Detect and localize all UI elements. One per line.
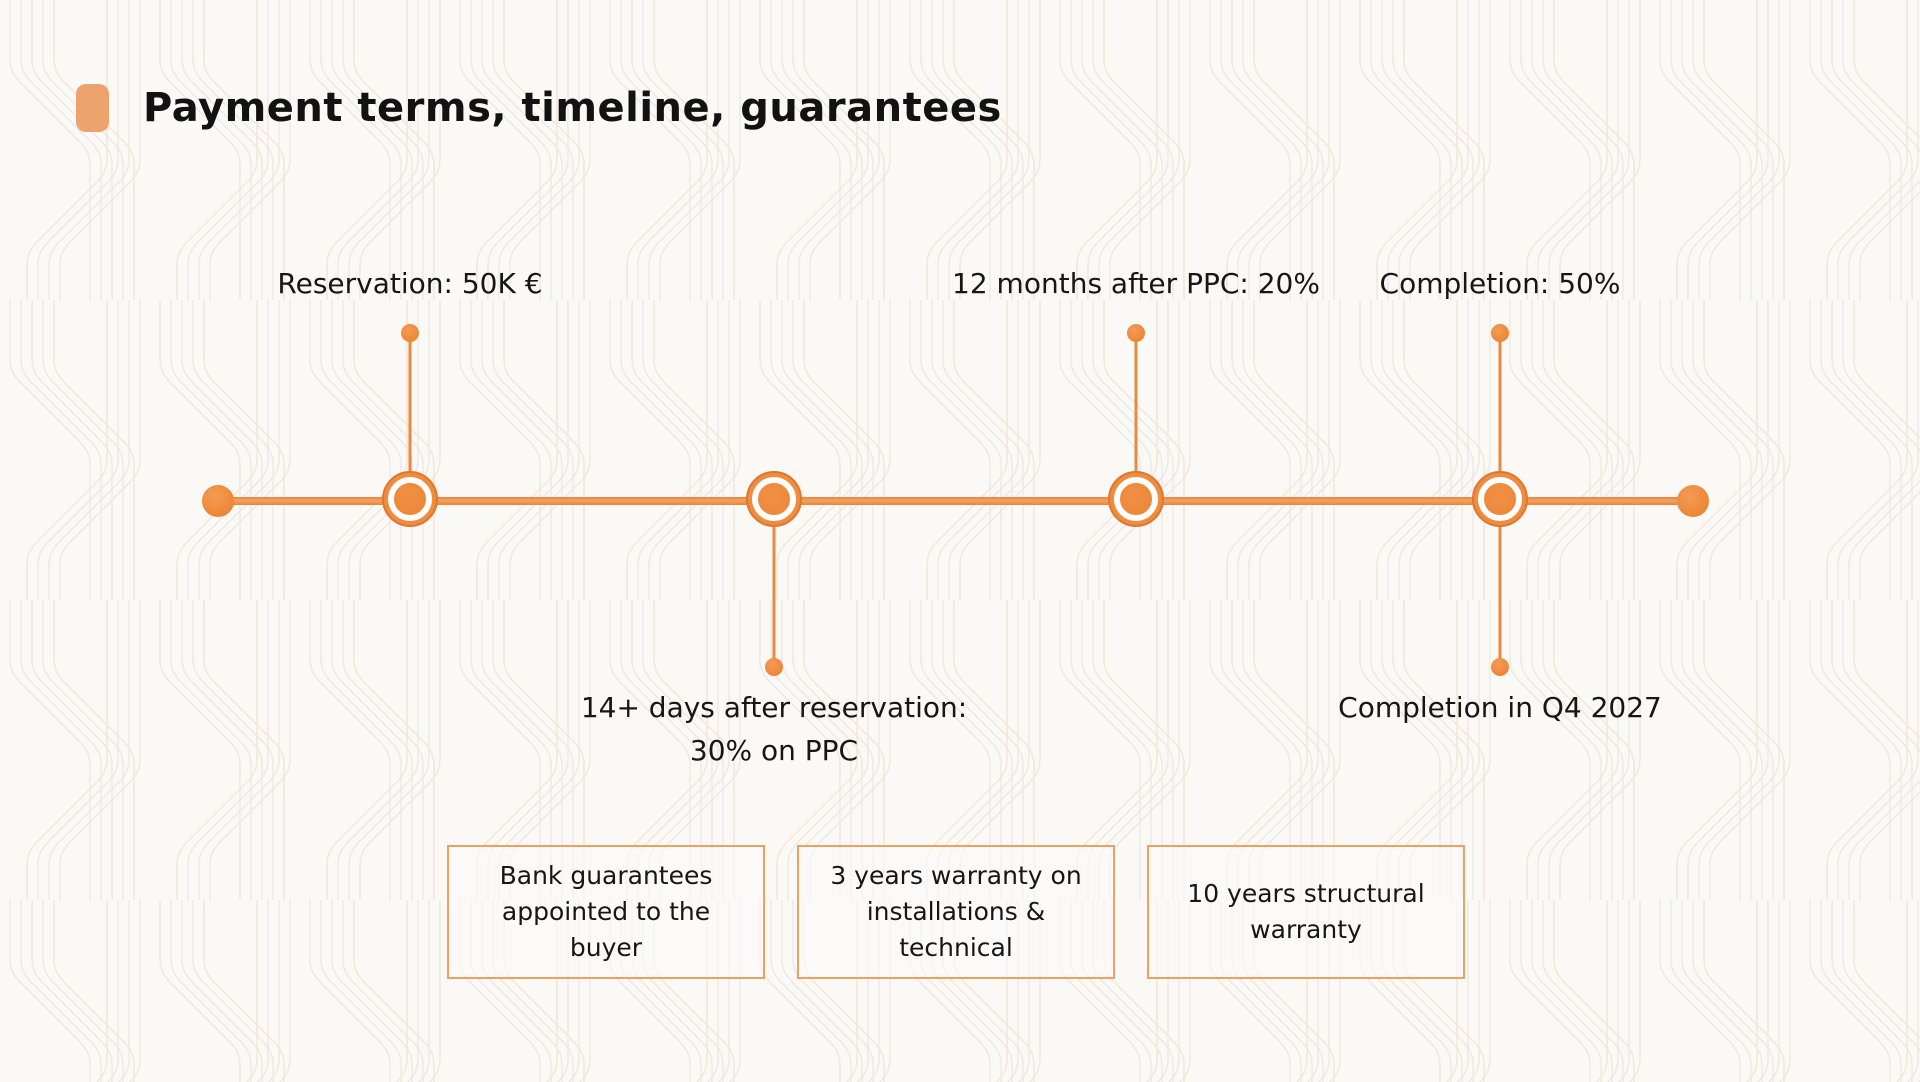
header: Payment terms, timeline, guarantees (76, 84, 1002, 132)
title-bullet-icon (76, 84, 109, 132)
guarantee-box-installations: 3 years warranty on installations & tech… (797, 845, 1115, 979)
page-title: Payment terms, timeline, guarantees (143, 85, 1002, 131)
guarantee-box-structural: 10 years structural warranty (1147, 845, 1465, 979)
guarantee-box-bank: Bank guarantees appointed to the buyer (447, 845, 765, 979)
